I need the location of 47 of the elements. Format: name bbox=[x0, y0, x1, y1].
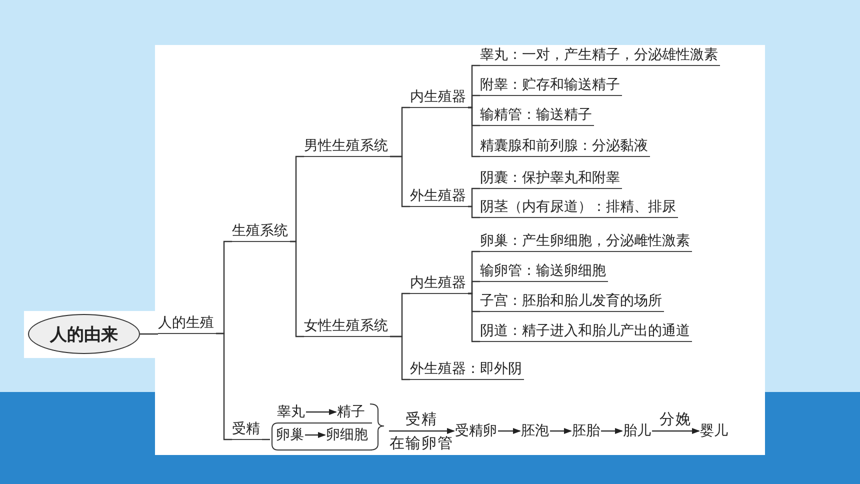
stage-label: 卵巢 bbox=[276, 425, 304, 445]
arrow bbox=[306, 409, 337, 415]
branch-line bbox=[468, 292, 480, 342]
branch-line bbox=[468, 106, 480, 158]
branch-line bbox=[140, 333, 158, 335]
arrow bbox=[601, 428, 623, 434]
branch-line bbox=[262, 438, 270, 440]
arrow bbox=[389, 428, 455, 434]
stage-label: 受精卵 bbox=[455, 421, 497, 441]
branch-label: 睾丸：一对，产生精子，分泌雄性激素 bbox=[480, 45, 720, 66]
branch-label: 输卵管：输送卵细胞 bbox=[480, 261, 608, 282]
branch-label: 精囊腺和前列腺：分泌黏液 bbox=[480, 136, 650, 157]
branch-label: 内生殖器 bbox=[410, 87, 468, 108]
branch-line bbox=[290, 240, 304, 338]
branch-line bbox=[390, 156, 410, 208]
stage-label: 卵细胞 bbox=[326, 425, 368, 445]
arrow bbox=[652, 428, 700, 434]
branch-label: 阴茎（内有尿道）：排精、排尿 bbox=[480, 197, 678, 218]
branch-line bbox=[216, 332, 232, 440]
stage-label: 婴儿 bbox=[700, 421, 728, 441]
edge-label: 分娩 bbox=[660, 410, 692, 428]
note-label: 在输卵管 bbox=[390, 434, 454, 452]
arrow bbox=[550, 428, 572, 434]
branch-label: 外生殖器 bbox=[410, 186, 468, 207]
arrow bbox=[305, 432, 326, 438]
stage-label: 胎儿 bbox=[623, 421, 651, 441]
branch-label: 女性生殖系统 bbox=[304, 316, 390, 337]
branch-label: 男性生殖系统 bbox=[304, 136, 390, 157]
branch-line bbox=[390, 336, 410, 380]
branch-label: 输精管：输送精子 bbox=[480, 105, 594, 126]
branch-label: 子宫：胚胎和胎儿发育的场所 bbox=[480, 291, 664, 312]
branch-label: 阴囊：保护睾丸和附睾 bbox=[480, 168, 622, 189]
stage-label: 胚泡 bbox=[521, 421, 549, 441]
stage-label: 睾丸 bbox=[277, 402, 305, 422]
branch-label: 内生殖器 bbox=[410, 273, 468, 294]
branch-label: 外生殖器：即外阴 bbox=[410, 359, 524, 380]
branch-label: 卵巢：产生卵细胞，分泌雌性激素 bbox=[480, 231, 692, 252]
edge-label: 受精 bbox=[406, 410, 438, 428]
branch-label: 受精 bbox=[232, 419, 262, 440]
branch-label: 附睾：贮存和输送精子 bbox=[480, 75, 622, 96]
branch-line bbox=[468, 206, 480, 218]
arrow bbox=[498, 428, 521, 434]
branch-label: 人的生殖 bbox=[158, 313, 216, 334]
branch-label: 阴道：精子进入和胎儿产出的通道 bbox=[480, 321, 692, 342]
stage-label: 胚胎 bbox=[572, 421, 600, 441]
branch-label: 生殖系统 bbox=[232, 221, 290, 242]
stage-label: 精子 bbox=[337, 402, 365, 422]
